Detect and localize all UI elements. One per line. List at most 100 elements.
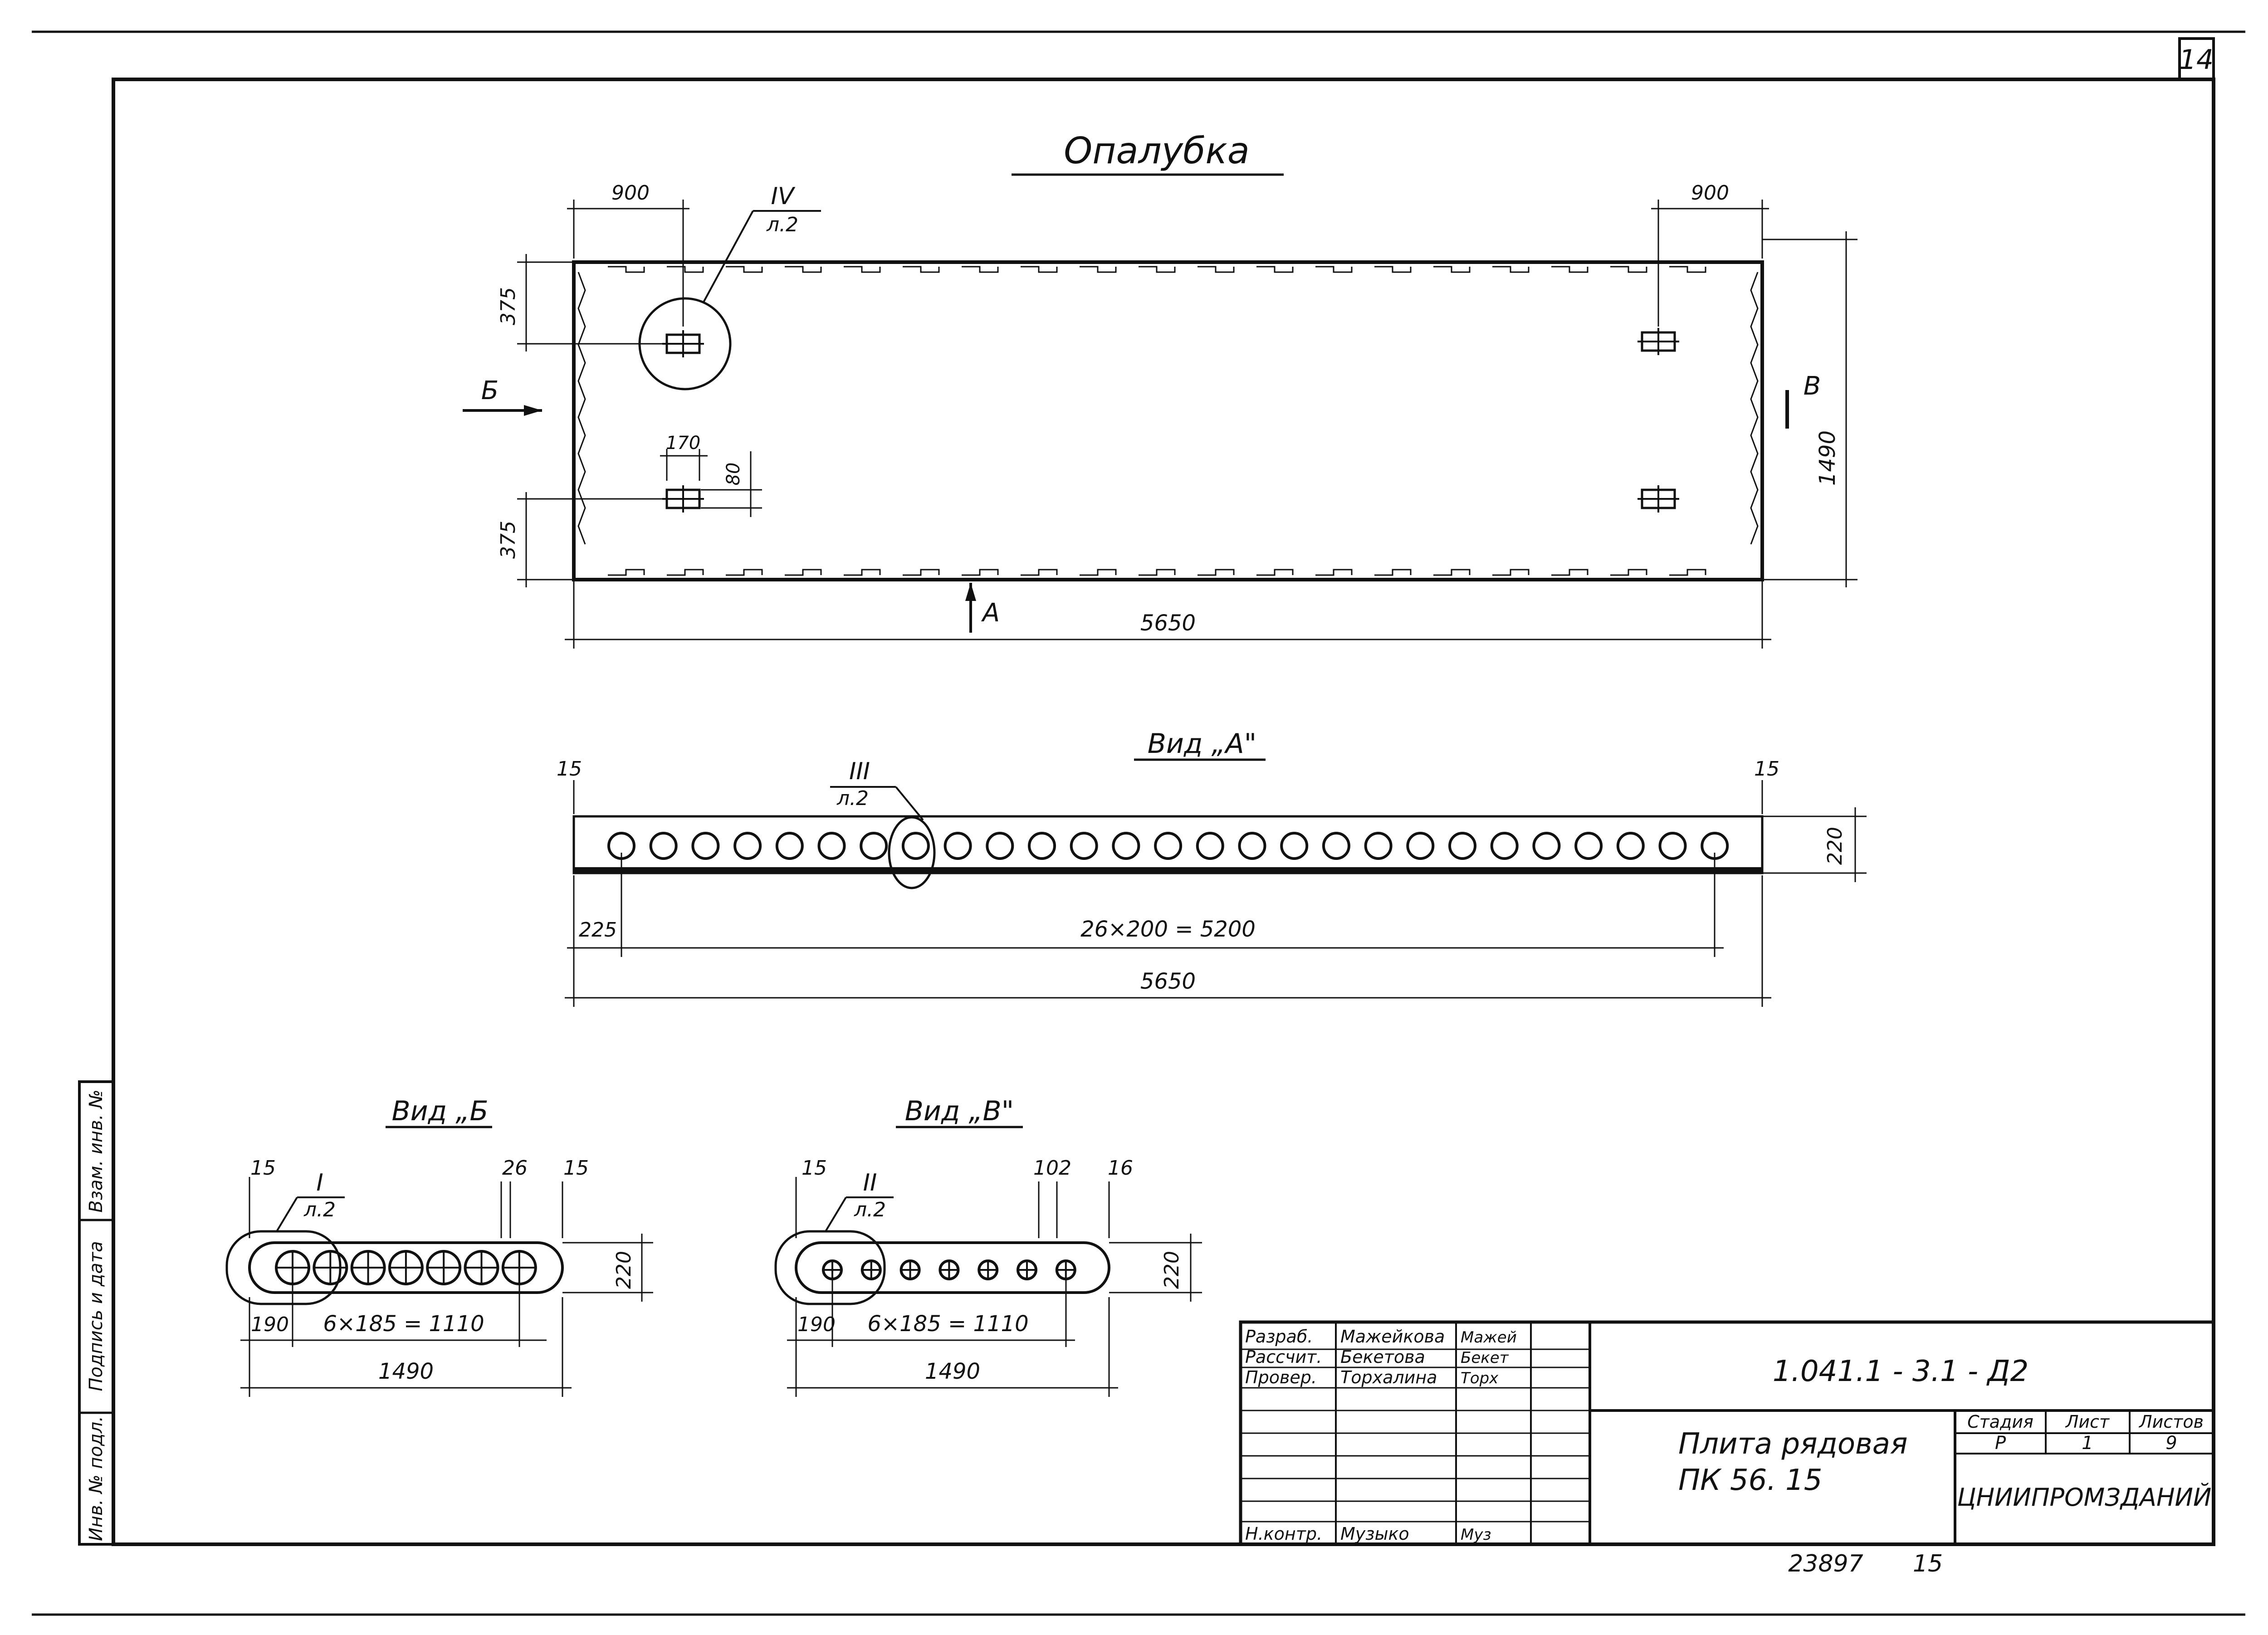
callout-I-numeral: I: [316, 1169, 323, 1196]
hollow-core: [817, 832, 846, 860]
lifting-slot: [1637, 485, 1679, 512]
hollow-core: [1490, 832, 1519, 860]
tb-row-signature: Муз: [1461, 1526, 1491, 1544]
core-centerline: [465, 1251, 498, 1284]
dim-v-mid: 102: [1033, 1157, 1071, 1180]
tb-row-signature: Бекет: [1461, 1349, 1509, 1367]
dim-b-mid: 26: [502, 1157, 528, 1180]
dim-top-offset: 375: [497, 287, 520, 325]
hollow-core: [1448, 832, 1476, 860]
dim-bottom-offset: 375: [497, 521, 520, 559]
hollow-core: [1196, 832, 1224, 860]
plate-section-v-outline: [795, 1241, 1110, 1294]
dim-length: 5650: [1140, 610, 1196, 636]
hollow-core: [649, 832, 678, 860]
side-stamp-inv-no: Инв. № подл.: [86, 1416, 107, 1541]
view-a-title: Вид „А": [1148, 728, 1256, 760]
hollow-core: [1238, 832, 1266, 860]
callout-III-numeral: III: [849, 758, 870, 785]
stage-label: Стадия: [1967, 1412, 2033, 1432]
dim-right-offset: 900: [1691, 181, 1729, 205]
dim-a-total: 5650: [1140, 969, 1196, 994]
hollow-core: [775, 832, 804, 860]
tb-row-role: Н.контр.: [1245, 1524, 1322, 1544]
view-v-title: Вид „В": [905, 1095, 1014, 1127]
section-b-cores: [275, 1250, 537, 1285]
core-centerline: [901, 1261, 919, 1279]
dim-v-start: 190: [797, 1313, 836, 1336]
tb-row-name: Бекетова: [1340, 1347, 1425, 1367]
hollow-core: [733, 832, 762, 860]
arrow-b-label: Б: [481, 376, 499, 405]
tb-row-name: Музыко: [1340, 1524, 1409, 1544]
page-number: 14: [2179, 44, 2214, 76]
dim-a-start: 225: [579, 918, 617, 942]
stage-value: Р: [1995, 1433, 2006, 1454]
plate-side-outline: [572, 815, 1764, 874]
detail-I-frame: [225, 1230, 342, 1305]
core-centerline: [352, 1251, 385, 1284]
view-b: Вид „Б I л.2 15 26 15 220 190 6×185 = 11…: [225, 1095, 653, 1397]
callout-I-ref: л.2: [303, 1198, 336, 1221]
title-block: Разраб. Мажейкова Мажей Рассчит. Бекетов…: [1239, 1320, 2215, 1546]
core-centerline: [940, 1261, 958, 1279]
sheets-value: 9: [2165, 1433, 2177, 1454]
dim-a-pitch: 26×200 = 5200: [1080, 917, 1256, 942]
tb-row-signature: Торх: [1461, 1369, 1499, 1387]
hollow-core: [1574, 832, 1603, 860]
hollow-core: [1112, 832, 1140, 860]
organization: ЦНИИПРОМЗДАНИЙ: [1957, 1483, 2212, 1512]
format-number: 15: [1913, 1550, 1943, 1577]
core-centerline: [979, 1261, 997, 1279]
dim-height: 1490: [1815, 430, 1840, 486]
hollow-core: [860, 832, 888, 860]
formwork-view: Опалубка IV л.2 900 900: [463, 130, 1857, 649]
tb-row-role: Провер.: [1245, 1367, 1317, 1387]
dim-a-thickness: 220: [1823, 827, 1847, 865]
callout-IV-numeral: IV: [771, 183, 796, 210]
hollow-core: [1658, 832, 1687, 860]
dim-b-total: 1490: [378, 1359, 434, 1384]
hollow-core: [943, 832, 972, 860]
product-name: Плита рядовая: [1678, 1427, 1907, 1461]
core-centerline: [1018, 1261, 1036, 1279]
tb-row-role: Разраб.: [1245, 1327, 1313, 1347]
section-v-cores: [822, 1259, 1076, 1280]
tb-row-name: Торхалина: [1340, 1367, 1437, 1387]
arrow-a-label: А: [981, 598, 1000, 628]
formwork-title: Опалубка: [1064, 130, 1249, 172]
dim-slot-height: 80: [723, 463, 744, 486]
hollow-core: [1532, 832, 1561, 860]
plate-section-b-outline: [248, 1241, 564, 1294]
dim-a-right-edge: 15: [1754, 757, 1779, 781]
view-a: Вид „А" III л.2 15 15 220 225 26×200 = 5…: [557, 728, 1867, 1007]
arrow-v-label: В: [1804, 371, 1821, 401]
dim-v-right-edge: 16: [1108, 1157, 1133, 1180]
hollow-core: [986, 832, 1014, 860]
callout-II-ref: л.2: [854, 1198, 886, 1221]
dim-left-offset: 900: [611, 181, 650, 205]
detail-II-frame: [774, 1230, 886, 1305]
hollow-core: [1616, 832, 1645, 860]
hollow-cores-row: [607, 832, 1729, 860]
side-stamp-replaced-inv: Взам. инв. №: [86, 1089, 107, 1213]
tb-row-role: Рассчит.: [1245, 1347, 1322, 1367]
hollow-core: [1364, 832, 1393, 860]
view-v: Вид „В" II л.2 15 102 16 220 190 6×185 =…: [774, 1095, 1202, 1397]
hollow-core: [1280, 832, 1309, 860]
dim-v-pitch: 6×185 = 1110: [867, 1311, 1028, 1337]
lifting-slot: [1637, 328, 1679, 355]
hollow-core: [1322, 832, 1350, 860]
callout-III-ref: л.2: [836, 787, 869, 810]
detail-III-ellipse: [888, 816, 936, 889]
hollow-core: [1406, 832, 1435, 860]
sheets-label: Листов: [2138, 1412, 2204, 1432]
lifting-slot: [662, 330, 704, 357]
plate-plan-outline: [572, 260, 1764, 581]
hollow-core: [1028, 832, 1056, 860]
dim-b-start: 190: [251, 1313, 289, 1336]
dim-b-thickness: 220: [612, 1251, 635, 1289]
hollow-core: [901, 832, 930, 860]
product-mark: ПК 56. 15: [1678, 1464, 1822, 1497]
